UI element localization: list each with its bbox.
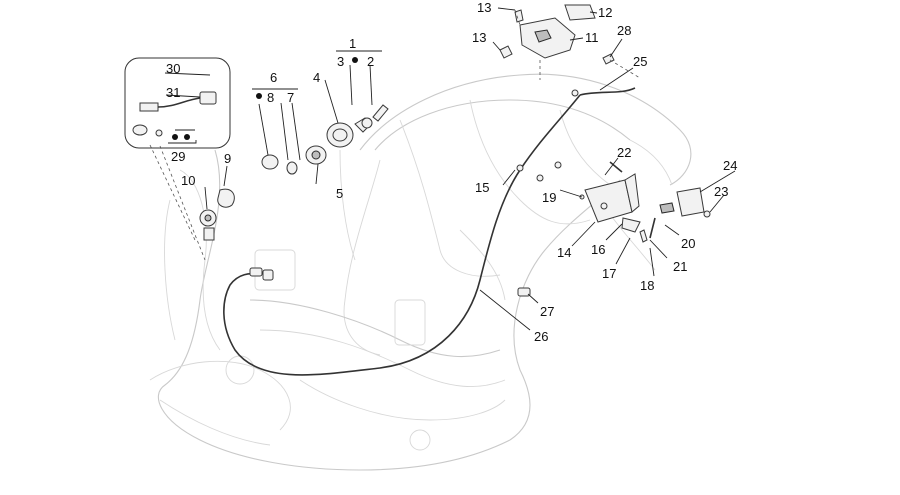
callout-12: 12 <box>598 5 612 20</box>
seat-release-cable <box>223 94 581 376</box>
callout-10: 10 <box>181 173 195 188</box>
callout-11: 11 <box>585 30 599 45</box>
callout-29: 29 <box>171 149 185 164</box>
callout-18: 18 <box>640 278 654 293</box>
callout-1: 1 <box>349 36 356 51</box>
callout-16: 16 <box>591 242 605 257</box>
callout-4: 4 <box>313 70 320 85</box>
pin-icon <box>609 161 623 173</box>
bulb-holder-icon <box>217 188 235 208</box>
scooter-frame <box>149 73 692 471</box>
callout-6: 6 <box>270 70 277 85</box>
seat-lock-assembly <box>479 67 736 331</box>
callout-30: 30 <box>166 61 180 76</box>
callout-14: 14 <box>557 245 571 260</box>
actuator-icon <box>676 187 705 217</box>
callout-17: 17 <box>602 266 616 281</box>
callout-9: 9 <box>224 151 231 166</box>
callout-3: 3 <box>337 54 344 69</box>
latch-icon <box>621 217 641 233</box>
callout-31: 31 <box>166 85 180 100</box>
cables <box>223 87 636 376</box>
nut-icon <box>703 210 711 218</box>
callout-7: 7 <box>287 90 294 105</box>
grommet-icon <box>132 124 148 136</box>
callout-23: 23 <box>714 184 728 199</box>
callout-25: 25 <box>633 54 647 69</box>
seat-lock-bracket-assembly <box>492 4 641 80</box>
lock-plate-icon <box>584 179 633 223</box>
callout-27: 27 <box>540 304 554 319</box>
hook-icon <box>602 53 615 65</box>
callout-8: 8 <box>267 90 274 105</box>
callout-13-top: 13 <box>477 0 491 15</box>
relay-icon <box>199 91 217 105</box>
fuel-cap-assembly <box>199 50 389 241</box>
screw-icon <box>514 9 524 23</box>
inset-detail-29-31 <box>124 57 231 261</box>
cable-guide-icon <box>517 287 531 297</box>
connector-icon <box>139 102 159 112</box>
callout-28: 28 <box>617 23 631 38</box>
spring-icon <box>639 229 648 243</box>
callout-20: 20 <box>681 236 695 251</box>
callout-13-bottom: 13 <box>472 30 486 45</box>
cap-cover-icon <box>261 154 279 170</box>
callout-26: 26 <box>534 329 548 344</box>
screw-icon <box>155 129 163 137</box>
callout-15: 15 <box>475 180 489 195</box>
callout-24: 24 <box>723 158 737 173</box>
cable-clip-icon <box>554 161 562 169</box>
latch-plate-icon <box>564 4 596 21</box>
bolt-icon <box>499 45 513 59</box>
callout-2: 2 <box>367 54 374 69</box>
callout-19: 19 <box>542 190 556 205</box>
callout-5: 5 <box>336 186 343 201</box>
callout-22: 22 <box>617 145 631 160</box>
callout-labels: 1 2 3 4 5 6 7 8 9 10 11 12 13 13 14 15 1… <box>166 0 737 344</box>
callout-21: 21 <box>673 259 687 274</box>
